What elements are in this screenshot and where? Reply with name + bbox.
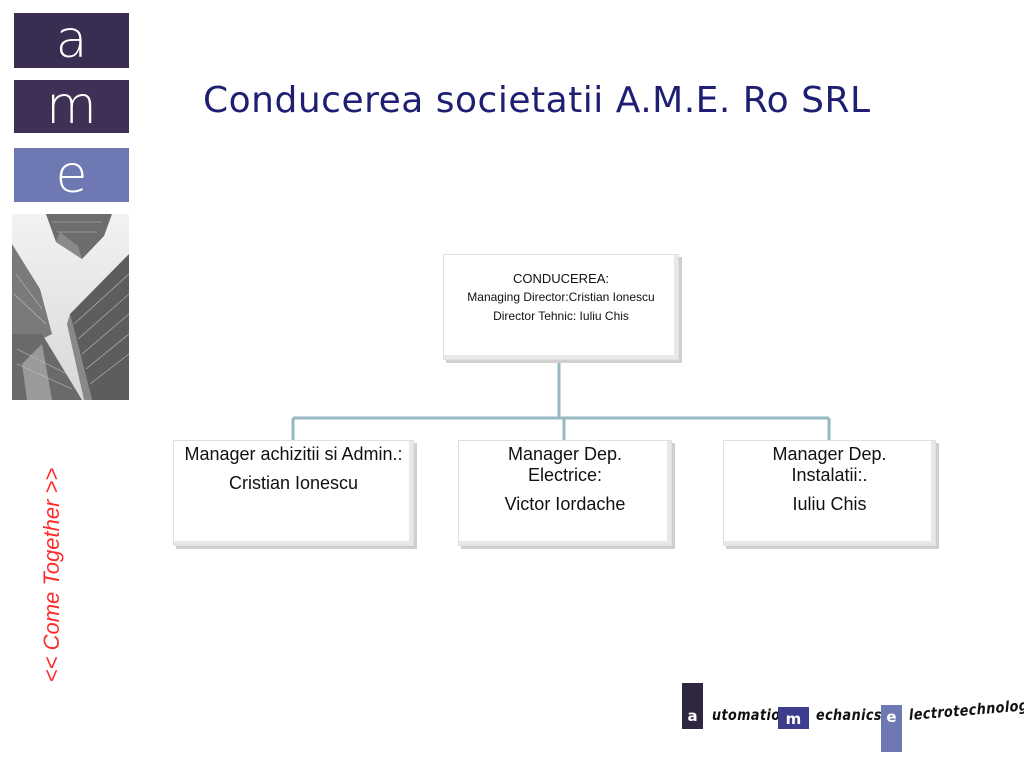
org-box-manager-electrice: Manager Dep. Electrice: Victor Iordache [458, 440, 672, 546]
logo-letter-m: m [14, 80, 129, 133]
manager-role: Manager achizitii si Admin.: [184, 444, 403, 464]
technical-director-line: Director Tehnic: Iuliu Chis [493, 309, 629, 323]
footer-logo-electrotechnology: lectrotechnology [908, 695, 1024, 724]
manager-name: Iuliu Chis [792, 494, 867, 514]
manager-name: Cristian Ionescu [228, 473, 359, 493]
manager-role: Manager Dep. Electrice: [507, 444, 623, 485]
footer-logo-a-box: a [682, 683, 703, 729]
org-box-manager-instalatii: Manager Dep. Instalatii:. Iuliu Chis [723, 440, 936, 546]
manager-name: Victor Iordache [504, 494, 626, 514]
side-tagline: << Come Together >> [39, 467, 64, 683]
footer-logo-e-box: e [881, 705, 902, 752]
footer-logo: a utomation m echanics e lectrotechnolog… [680, 680, 1024, 755]
skyscrapers-photo [12, 214, 129, 400]
managing-director-line: Managing Director:Cristian Ionescu [467, 290, 655, 304]
org-box-manager-achizitii: Manager achizitii si Admin.: Cristian Io… [173, 440, 414, 546]
footer-logo-mechanics: echanics [816, 706, 882, 724]
conducerea-heading: CONDUCEREA: [512, 271, 610, 286]
logo-letter-e: e [14, 148, 129, 202]
page-title: Conducerea societatii A.M.E. Ro SRL [203, 80, 871, 121]
logo-letter-a: a [14, 13, 129, 68]
org-box-conducerea: CONDUCEREA: Managing Director:Cristian I… [443, 254, 679, 360]
footer-logo-m-box: m [778, 707, 809, 729]
manager-role: Manager Dep. Instalatii:. [772, 444, 887, 485]
footer-logo-automation: utomation [712, 706, 790, 724]
